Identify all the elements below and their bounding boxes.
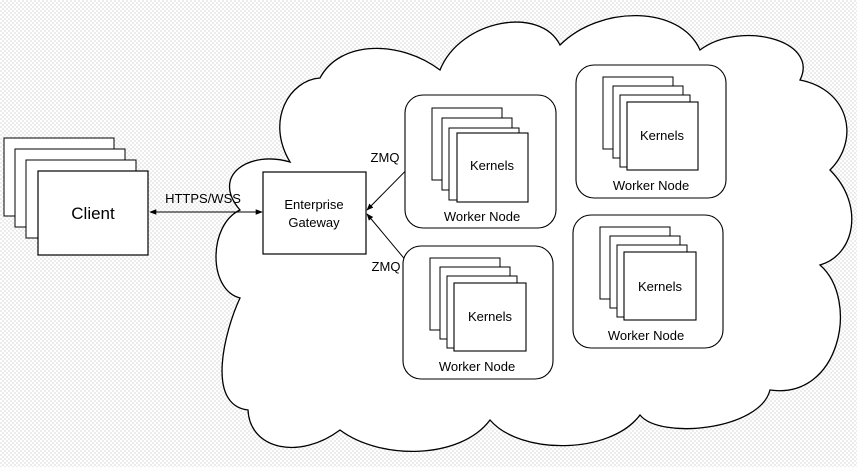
zmq-label-upper: ZMQ [371, 150, 400, 165]
worker-node-label: Worker Node [439, 359, 515, 374]
kernels-label: Kernels [468, 309, 513, 324]
worker-node: Kernels Worker Node [572, 214, 724, 349]
kernels-box [623, 251, 697, 321]
zmq-label-lower: ZMQ [372, 259, 401, 274]
worker-node: Kernels Worker Node [404, 94, 557, 229]
worker-node-label: Worker Node [613, 178, 689, 193]
kernels-box [626, 101, 699, 171]
worker-node: Kernels Worker Node [575, 64, 727, 199]
gateway-label-line2: Gateway [288, 215, 340, 230]
client-box [37, 170, 149, 256]
kernels-label: Kernels [638, 279, 683, 294]
enterprise-gateway: Enterprise Gateway [262, 171, 367, 255]
kernels-label: Kernels [470, 158, 515, 173]
client-stack: Client [3, 137, 149, 256]
client-label: Client [71, 204, 115, 223]
https-wss-label: HTTPS/WSS [165, 191, 241, 206]
kernels-label: Kernels [640, 128, 685, 143]
kernels-box [453, 282, 527, 352]
worker-node: Kernels Worker Node [402, 245, 554, 380]
gateway-label-line1: Enterprise [284, 197, 343, 212]
worker-node-label: Worker Node [444, 209, 520, 224]
worker-node-label: Worker Node [608, 328, 684, 343]
kernels-box [456, 132, 529, 203]
